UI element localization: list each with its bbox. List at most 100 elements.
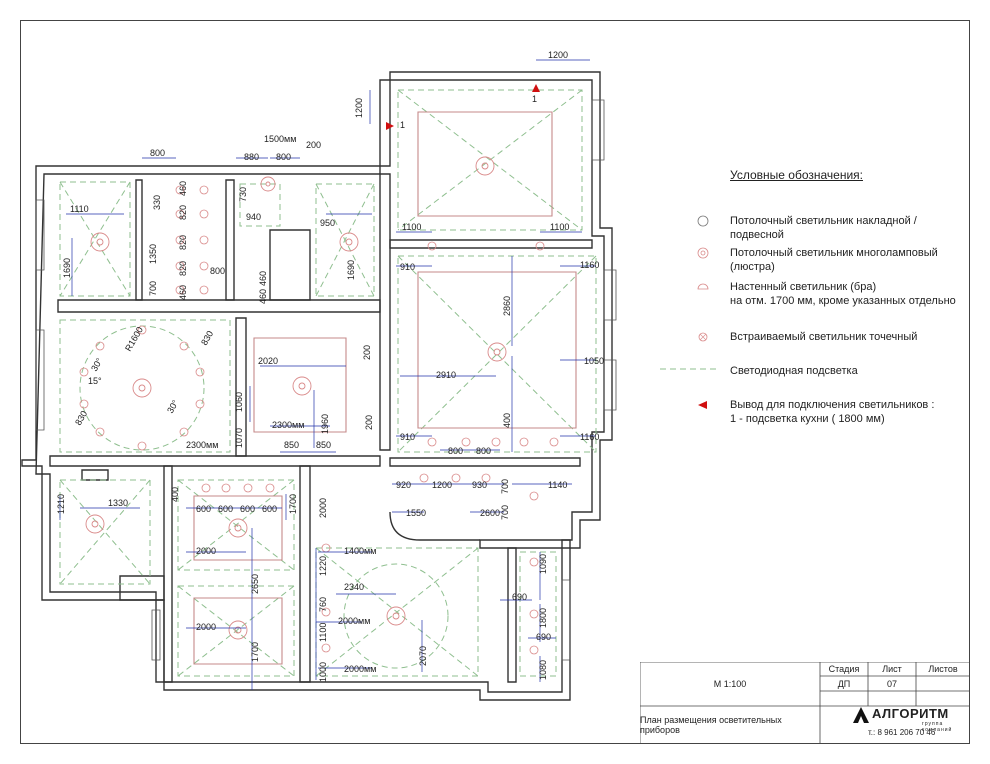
- svg-text:1160: 1160: [580, 260, 599, 270]
- surface-ceiling-light-icon: [696, 214, 710, 231]
- recessed-spotlight-icon: [481, 473, 491, 483]
- recessed-spotlight-icon: [179, 427, 189, 437]
- windows: [35, 99, 617, 661]
- svg-text:2650: 2650: [250, 574, 260, 594]
- company-subtitle: группа компаний: [922, 721, 953, 733]
- connection-point-icon: [386, 122, 394, 130]
- svg-text:1220: 1220: [318, 556, 328, 576]
- svg-text:880: 880: [244, 152, 259, 162]
- svg-text:800: 800: [150, 148, 165, 158]
- svg-text:1080: 1080: [538, 660, 548, 680]
- svg-text:800: 800: [276, 152, 291, 162]
- recessed-spotlight-icon: [529, 645, 539, 655]
- sheet-header: Лист: [882, 664, 902, 674]
- svg-text:690: 690: [512, 592, 527, 602]
- wall-sconce-icon: [696, 280, 710, 297]
- recessed-spotlight-icon: [427, 437, 437, 447]
- recessed-spotlight-icon: [79, 399, 89, 409]
- company-phone: т.: 8 961 206 70 46: [868, 728, 936, 737]
- svg-text:400: 400: [502, 413, 512, 428]
- recessed-spotlight-icon: [491, 437, 501, 447]
- recessed-spotlight-icon: [535, 241, 545, 251]
- svg-text:1160: 1160: [580, 432, 599, 442]
- svg-text:2000мм: 2000мм: [344, 664, 376, 674]
- company-name: АЛГОРИТМ: [872, 706, 949, 721]
- recessed-spotlight-icon: [201, 483, 211, 493]
- svg-text:1500мм: 1500мм: [264, 134, 296, 144]
- svg-text:1: 1: [400, 120, 405, 130]
- svg-text:820: 820: [178, 261, 188, 276]
- chandelier-icon: [292, 376, 312, 396]
- recessed-spotlight-icon: [95, 427, 105, 437]
- connection-point-icon: [532, 84, 540, 92]
- title-block-grid: [640, 662, 970, 744]
- recessed-spotlight-icon: [451, 473, 461, 483]
- recessed-spotlight-icon: [529, 609, 539, 619]
- svg-text:1350: 1350: [148, 244, 158, 264]
- recessed-spotlight-icon: [137, 325, 147, 335]
- chandelier-icon: [90, 232, 110, 252]
- svg-text:850: 850: [316, 440, 331, 450]
- svg-text:200: 200: [364, 415, 374, 430]
- recessed-spotlight-icon: [529, 491, 539, 501]
- recessed-spotlight-icon: [79, 367, 89, 377]
- legend-item-spotlight: Встраиваемый светильник точечный: [730, 331, 918, 343]
- connection-point-icon: [696, 398, 710, 415]
- chandelier-icon: [386, 606, 406, 626]
- led-strip-icon: [660, 364, 720, 377]
- title-block: М 1:100 Стадия Лист Листов ДП 07 План ра…: [640, 662, 970, 744]
- svg-text:800: 800: [210, 266, 225, 276]
- svg-text:1700: 1700: [250, 642, 260, 662]
- sheets-header: Листов: [928, 664, 958, 674]
- drawing-frame: [20, 20, 970, 744]
- svg-text:1960: 1960: [320, 414, 330, 434]
- recessed-spotlight-icon: [427, 241, 437, 251]
- legend-item-surface-light: Потолочный светильник накладной /подвесн…: [730, 215, 917, 241]
- recessed-spotlight-icon: [321, 607, 331, 617]
- recessed-spotlight-icon: [696, 330, 710, 347]
- svg-text:2000: 2000: [318, 498, 328, 518]
- recessed-spotlight-icon: [243, 483, 253, 493]
- drawing-title: План размещения осветительных приборов: [640, 715, 782, 735]
- sheets-value: [916, 676, 970, 691]
- svg-text:200: 200: [362, 345, 372, 360]
- recessed-spotlight-icon: [199, 209, 209, 219]
- svg-text:930: 930: [472, 480, 487, 490]
- logo-mark-icon: [853, 707, 869, 723]
- svg-text:730: 730: [238, 187, 248, 202]
- svg-text:2910: 2910: [436, 370, 456, 380]
- stage-value: ДП: [837, 678, 851, 689]
- svg-text:700: 700: [500, 479, 510, 494]
- svg-text:1690: 1690: [62, 258, 72, 278]
- chandelier-icon: [696, 246, 710, 263]
- svg-text:1200: 1200: [432, 480, 452, 490]
- svg-text:1200: 1200: [548, 50, 568, 60]
- svg-text:600: 600: [218, 504, 233, 514]
- recessed-spotlight-icon: [199, 235, 209, 245]
- svg-text:1050: 1050: [584, 356, 604, 366]
- chandelier-icon: [339, 232, 359, 252]
- svg-text:2600: 2600: [480, 508, 500, 518]
- svg-text:600: 600: [262, 504, 277, 514]
- svg-text:1690: 1690: [346, 260, 356, 280]
- svg-text:1800: 1800: [538, 608, 548, 628]
- svg-text:1000: 1000: [318, 662, 328, 682]
- svg-text:1100: 1100: [318, 623, 328, 642]
- svg-text:1: 1: [532, 94, 537, 104]
- legend-title: Условные обозначения:: [730, 168, 863, 182]
- svg-text:910: 910: [400, 432, 415, 442]
- legend-item-connection: Вывод для подключения светильников : 1 -…: [730, 399, 935, 425]
- legend-item-chandelier: Потолочный светильник многоламповый (люс…: [730, 247, 938, 273]
- recessed-spotlight-icon: [175, 185, 185, 195]
- chandelier-icon: [260, 176, 276, 192]
- recessed-spotlight-icon: [175, 285, 185, 295]
- svg-text:2000: 2000: [196, 622, 216, 632]
- chandelier-icon: [228, 620, 248, 640]
- svg-text:690: 690: [536, 632, 551, 642]
- svg-text:15°: 15°: [88, 376, 102, 386]
- recessed-spotlight-icon: [95, 341, 105, 351]
- svg-text:400: 400: [170, 487, 180, 502]
- svg-text:2000мм: 2000мм: [338, 616, 370, 626]
- company-logo: АЛГОРИТМ группа компаний т.: 8 961 206 7…: [852, 706, 962, 738]
